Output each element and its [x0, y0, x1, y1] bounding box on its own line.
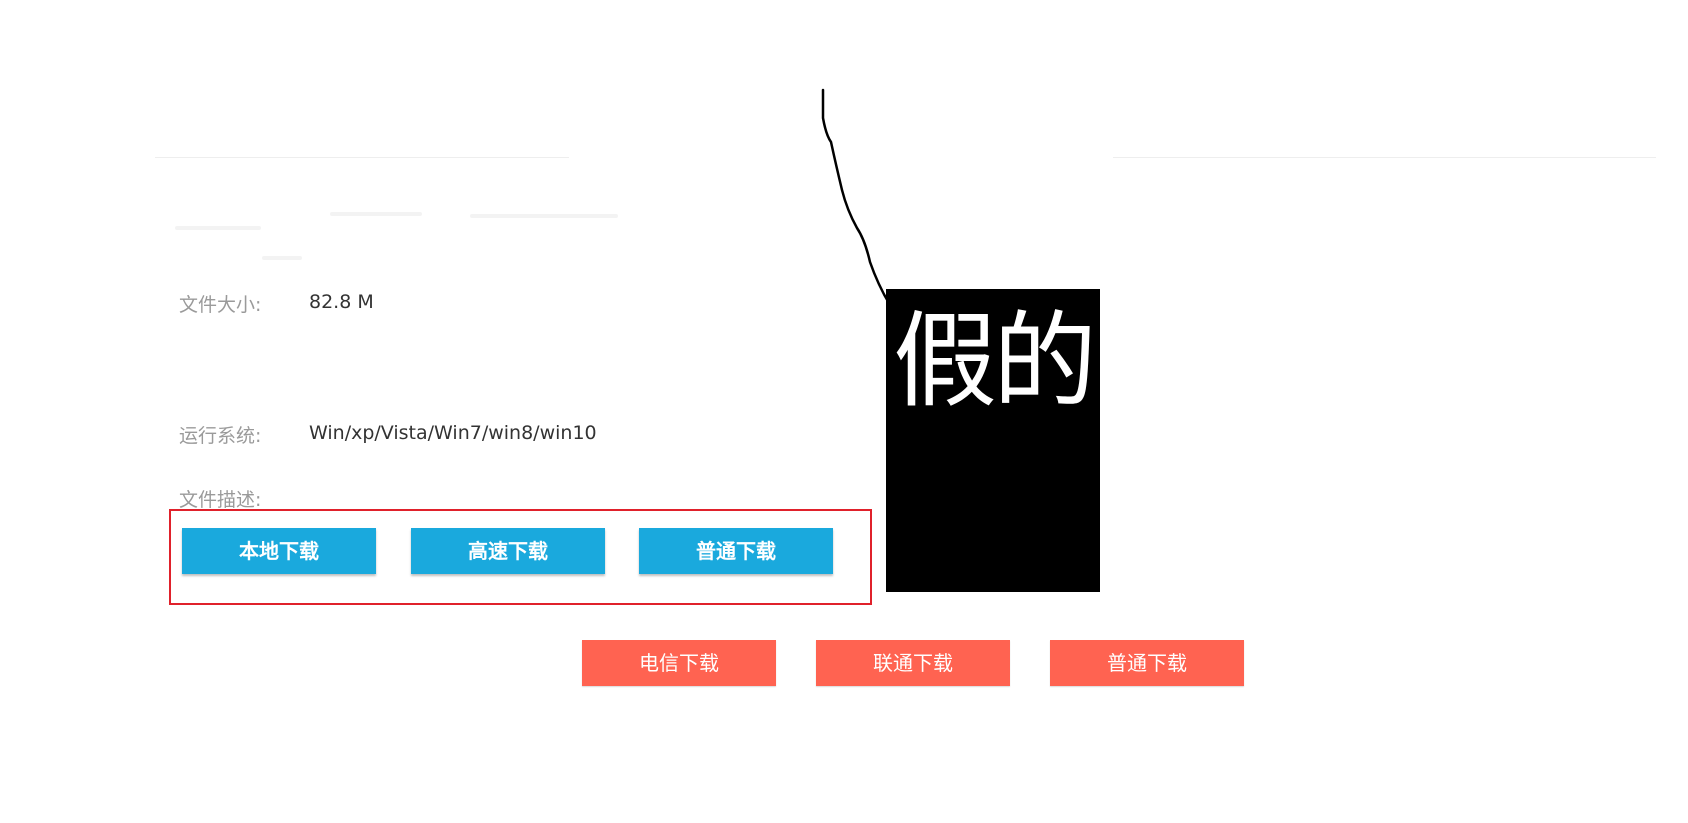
os-label: 运行系统: [179, 425, 262, 447]
fake-warning-sign: 假的 [886, 289, 1100, 592]
file-size-value: 82.8 M [309, 291, 374, 313]
unicom-download-button[interactable]: 联通下载 [816, 640, 1010, 686]
faint-text-row [262, 256, 302, 260]
local-download-button[interactable]: 本地下载 [182, 528, 376, 574]
fast-download-button[interactable]: 高速下载 [411, 528, 605, 574]
faint-text-row [470, 214, 618, 218]
secondary-normal-download-button[interactable]: 普通下载 [1050, 640, 1244, 686]
os-value: Win/xp/Vista/Win7/win8/win10 [309, 422, 597, 444]
file-size-label: 文件大小: [179, 294, 262, 316]
faint-text-row [330, 212, 422, 216]
divider-right [1113, 157, 1656, 158]
faint-text-row [175, 226, 261, 230]
download-buttons-highlight [169, 509, 872, 605]
fake-sign-text: 假的 [892, 300, 1097, 422]
telecom-download-button[interactable]: 电信下载 [582, 640, 776, 686]
file-description-label: 文件描述: [179, 489, 262, 511]
divider-left [155, 157, 569, 158]
normal-download-button[interactable]: 普通下载 [639, 528, 833, 574]
